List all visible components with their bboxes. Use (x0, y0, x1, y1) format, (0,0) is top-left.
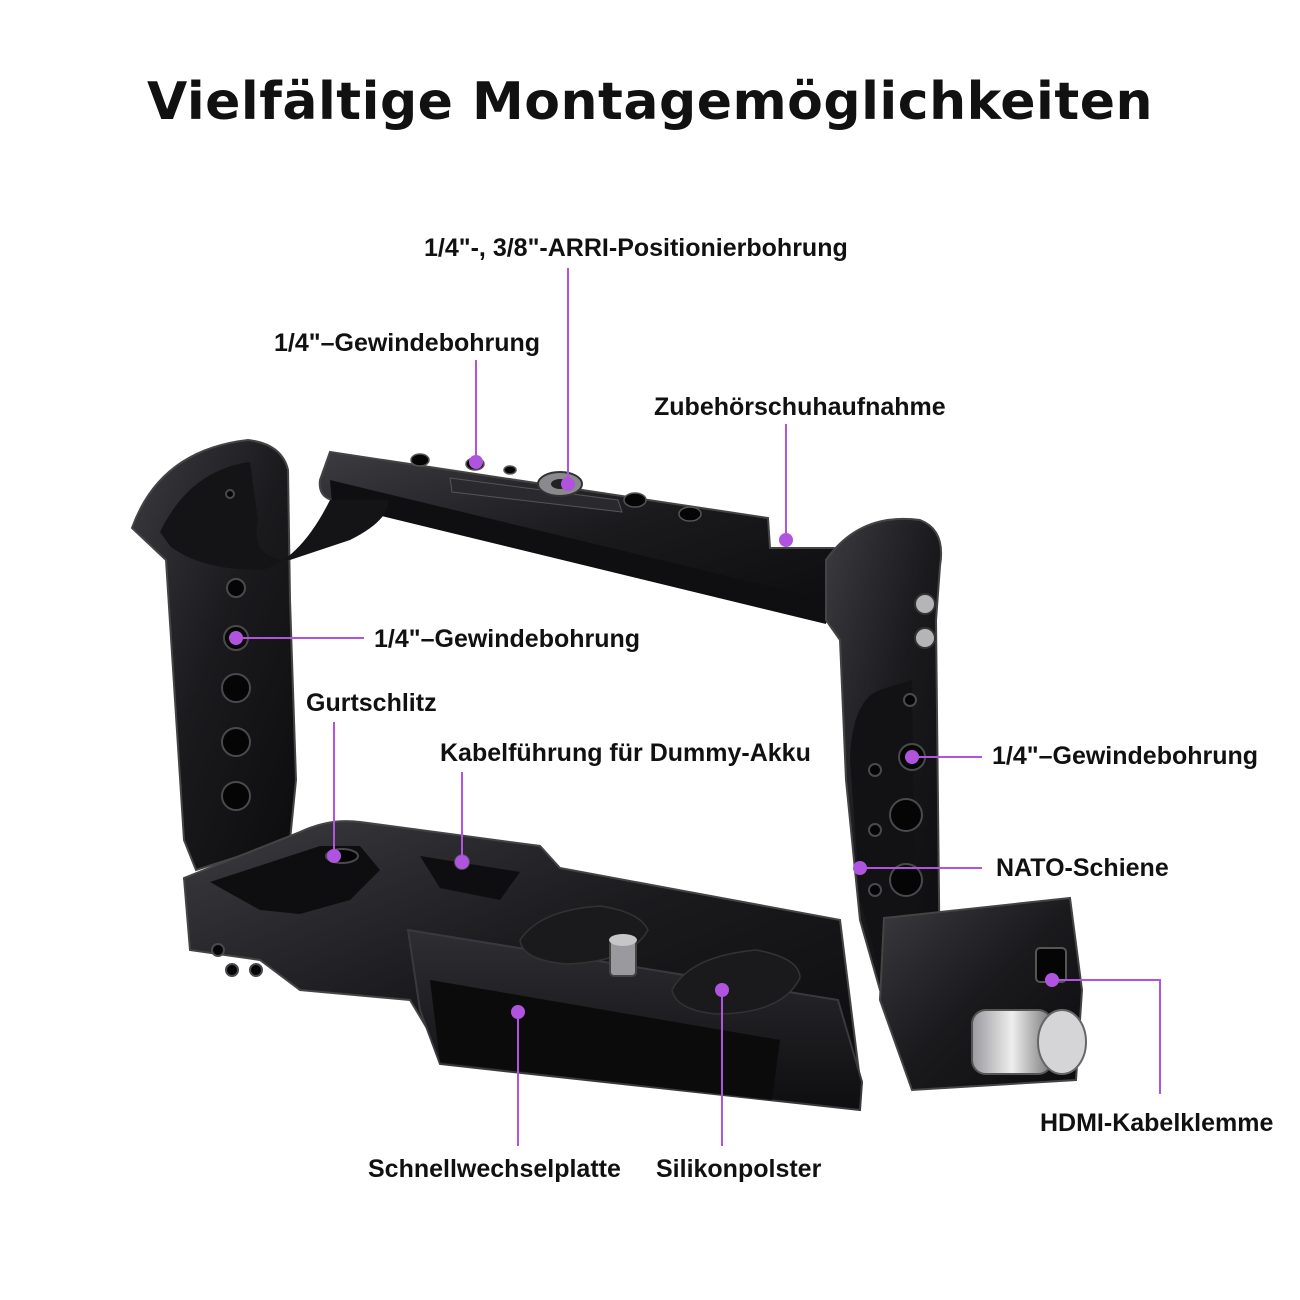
callout-strap-slot: Gurtschlitz (306, 689, 437, 717)
callout-nato-rail: NATO-Schiene (996, 854, 1169, 882)
callout-thread-top: 1/4"–Gewindebohrung (274, 329, 541, 357)
callout-arri-hole: 1/4"-, 3/8"-ARRI-Positionierbohrung (424, 234, 848, 262)
callout-thread-left: 1/4"–Gewindebohrung (374, 625, 641, 653)
silicone-pads (519, 905, 801, 1015)
top-bar-face (330, 480, 826, 624)
callout-shoe-mount: Zubehörschuhaufnahme (654, 393, 946, 421)
page-title: Vielfältige Montagemöglichkeiten (146, 72, 1154, 132)
callout-hdmi-clamp: HDMI-Kabelklemme (1040, 1109, 1274, 1137)
callout-silicone-pad: Silikonpolster (656, 1155, 822, 1183)
callout-cable-guide: Kabelführung für Dummy-Akku (440, 739, 811, 767)
callout-quick-plate: Schnellwechselplatte (368, 1155, 621, 1183)
callout-thread-right: 1/4"–Gewindebohrung (992, 742, 1259, 770)
